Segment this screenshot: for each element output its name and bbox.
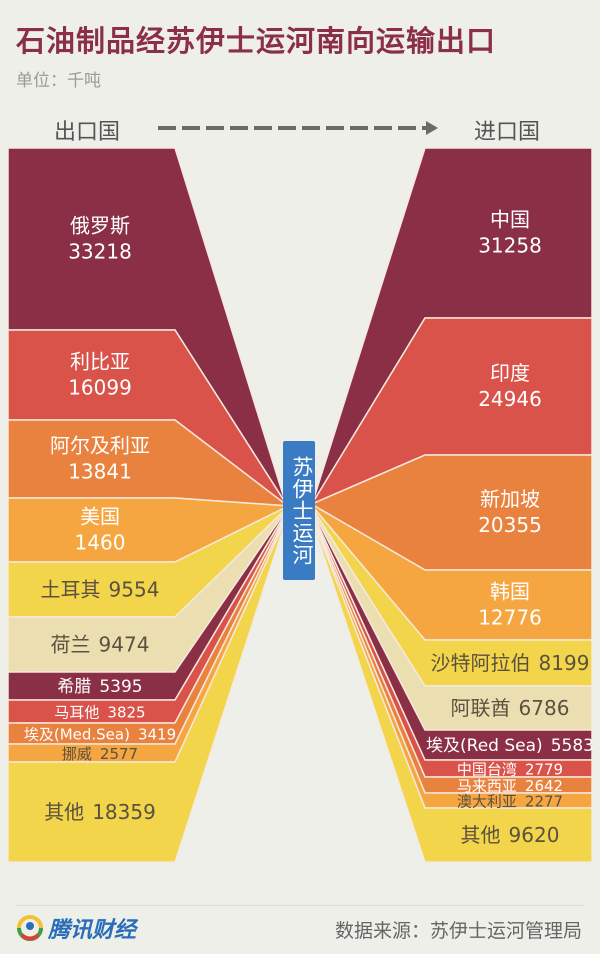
- right-label-7-name: 中国台湾: [457, 760, 517, 778]
- left-label-9-name: 挪威: [62, 745, 92, 763]
- left-label-3-value: 1460: [75, 531, 126, 555]
- left-label-10-value: 18359: [92, 800, 156, 824]
- import-header: 进口国: [474, 120, 541, 145]
- left-label-4-name: 土耳其: [41, 577, 101, 601]
- left-label-1-value: 16099: [68, 376, 132, 400]
- right-label-2-value: 20355: [478, 513, 542, 537]
- right-label-8-name: 马来西亚: [457, 777, 517, 795]
- right-label-9: 澳大利亚 2277: [457, 792, 563, 810]
- left-label-10-name: 其他: [44, 800, 84, 824]
- left-label-0-value: 33218: [68, 240, 132, 264]
- suez-canal-label: 苏伊士运河: [283, 441, 315, 580]
- right-label-9-name: 澳大利亚: [457, 792, 517, 810]
- right-label-3-name: 韩国: [490, 580, 530, 604]
- left-label-5-value: 9474: [99, 632, 150, 656]
- left-label-7: 马耳他 3825: [54, 703, 145, 721]
- left-label-1-name: 利比亚: [70, 350, 130, 374]
- left-label-7-value: 3825: [107, 703, 145, 721]
- export-header: 出口国: [54, 120, 121, 145]
- footer-divider: [16, 905, 584, 906]
- right-label-3-value: 12776: [478, 606, 542, 630]
- right-label-1-name: 印度: [490, 361, 530, 385]
- page-title: 石油制品经苏伊士运河南向运输出口: [16, 24, 497, 58]
- left-label-6-value: 5395: [99, 677, 142, 697]
- right-label-8: 马来西亚 2642: [457, 777, 563, 795]
- right-label-2-name: 新加坡: [480, 487, 540, 511]
- right-label-1-value: 24946: [478, 387, 542, 411]
- right-label-7-value: 2779: [525, 760, 563, 778]
- tencent-logo-icon: [17, 915, 43, 941]
- right-label-10-value: 9620: [509, 823, 560, 847]
- right-label-4-value: 8199: [539, 651, 590, 675]
- right-label-4: 沙特阿拉伯 8199: [431, 651, 590, 675]
- right-label-6: 埃及(Red Sea) 5583: [426, 736, 594, 756]
- right-label-5-name: 阿联酋: [451, 696, 511, 720]
- left-label-5: 荷兰 9474: [51, 632, 150, 656]
- left-label-0-name: 俄罗斯: [70, 214, 130, 238]
- unit-label: 单位：千吨: [16, 71, 101, 91]
- left-label-8-value: 3419: [138, 725, 176, 743]
- left-label-4-value: 9554: [109, 577, 160, 601]
- left-label-2-name: 阿尔及利亚: [50, 434, 150, 458]
- right-label-9-value: 2277: [525, 792, 563, 810]
- left-label-5-name: 荷兰: [51, 632, 91, 656]
- left-label-6-name: 希腊: [57, 677, 91, 697]
- data-source: 数据来源：苏伊士运河管理局: [334, 920, 582, 942]
- left-label-9: 挪威 2577: [62, 745, 138, 763]
- dashed-arrow-icon: [158, 121, 438, 135]
- left-label-10: 其他 18359: [44, 800, 156, 824]
- right-label-8-value: 2642: [525, 777, 563, 795]
- right-label-0-value: 31258: [478, 234, 542, 258]
- left-label-2-value: 13841: [68, 460, 132, 484]
- left-label-8: 埃及(Med.Sea) 3419: [24, 725, 176, 743]
- right-label-10-name: 其他: [461, 823, 501, 847]
- left-label-8-name: 埃及(Med.Sea): [24, 725, 130, 743]
- right-label-10: 其他 9620: [461, 823, 560, 847]
- brand-logo: 腾讯财经: [16, 912, 136, 944]
- left-label-9-value: 2577: [100, 745, 138, 763]
- right-label-7: 中国台湾 2779: [457, 760, 563, 778]
- right-label-5: 阿联酋 6786: [451, 696, 570, 720]
- brand-name: 腾讯财经: [48, 918, 137, 943]
- right-label-6-value: 5583: [551, 736, 594, 756]
- right-label-0-name: 中国: [490, 208, 530, 232]
- right-label-6-name: 埃及(Red Sea): [426, 736, 543, 756]
- left-label-4: 土耳其 9554: [41, 577, 160, 601]
- right-label-4-name: 沙特阿拉伯: [431, 651, 531, 675]
- right-label-5-value: 6786: [519, 696, 570, 720]
- left-label-6: 希腊 5395: [57, 677, 142, 697]
- left-label-7-name: 马耳他: [54, 703, 99, 721]
- left-label-3-name: 美国: [80, 505, 120, 529]
